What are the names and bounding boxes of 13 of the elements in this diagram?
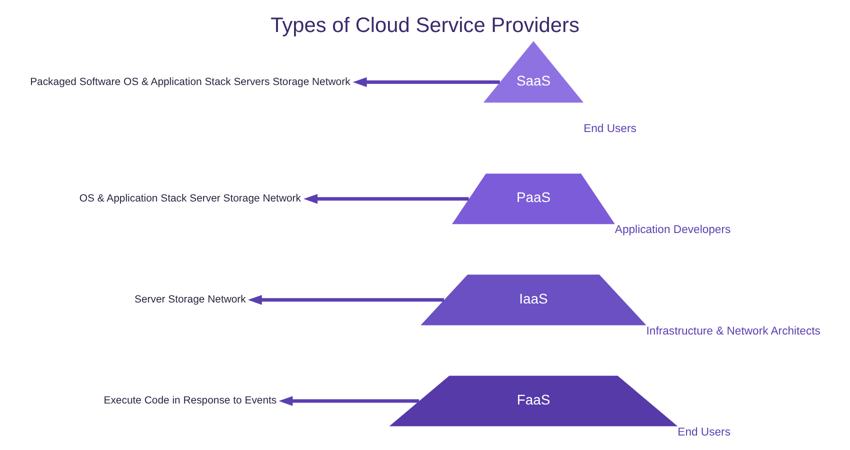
diagram-title: Types of Cloud Service Providers — [270, 14, 580, 37]
node-text: OS & Application Stack Server Storage Network — [79, 194, 302, 205]
node-label: Application Developers — [614, 224, 731, 236]
arrow — [248, 295, 444, 305]
arrow — [352, 77, 500, 88]
node-label: Infrastructure & Network Architects — [646, 325, 820, 338]
arrow — [278, 396, 420, 406]
node-text: Execute Code in Response to Events — [104, 396, 277, 407]
node-label: End Users — [584, 123, 636, 136]
node-label: End Users — [678, 426, 730, 438]
node-text: Packaged Software OS & Application Stack Servers Storage Network — [30, 76, 350, 88]
node-text: Server Storage Network — [134, 294, 246, 306]
arrow — [304, 194, 469, 204]
